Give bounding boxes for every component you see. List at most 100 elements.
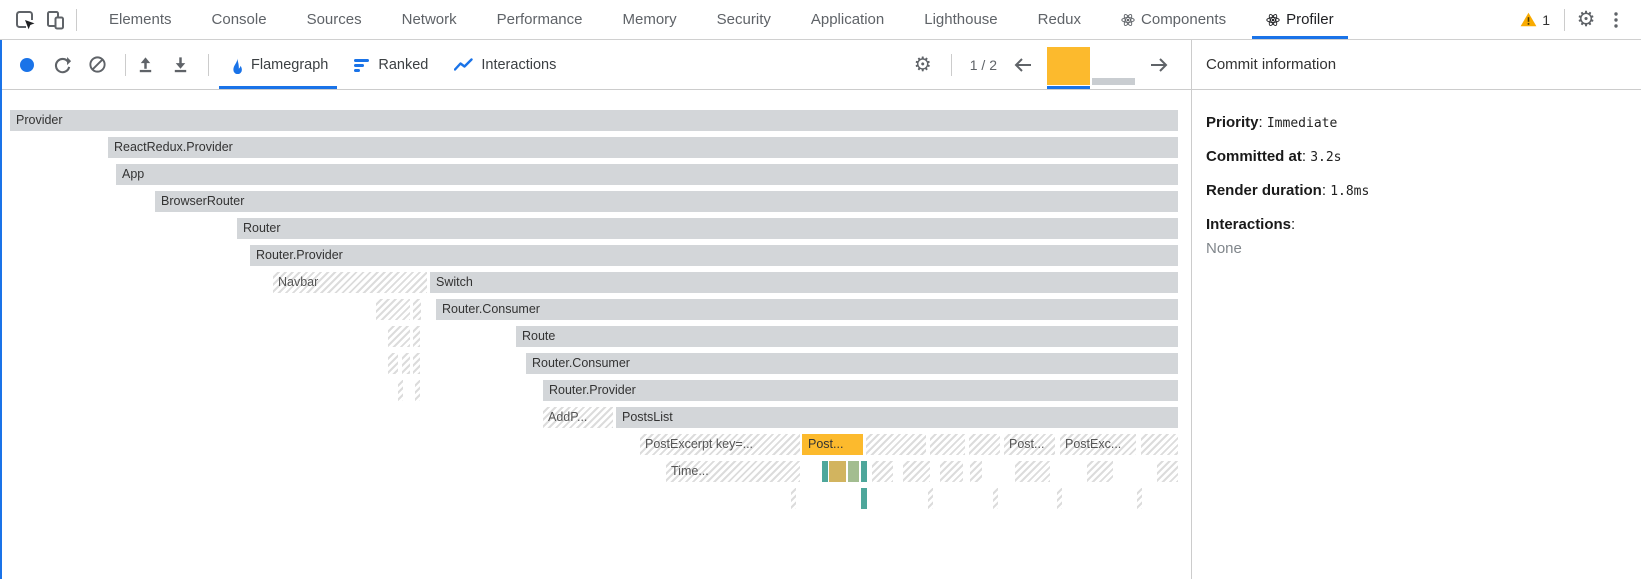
- flame-node-ghost[interactable]: [413, 353, 420, 374]
- devtab-label: Lighthouse: [924, 11, 998, 28]
- devtab-elements[interactable]: Elements: [89, 0, 192, 39]
- devtab-label: Memory: [622, 11, 677, 28]
- devtab-memory[interactable]: Memory: [603, 0, 697, 39]
- profiler-tab-interactions[interactable]: Interactions: [441, 40, 569, 89]
- flame-node-ghost[interactable]: [930, 434, 965, 455]
- profiler-tab-label: Ranked: [378, 56, 429, 73]
- devtab-sources[interactable]: Sources: [287, 0, 382, 39]
- flame-node-ghost[interactable]: [1057, 488, 1062, 509]
- flame-node-reactredux-provider[interactable]: ReactRedux.Provider: [108, 137, 1178, 158]
- flame-node-ghost[interactable]: [861, 488, 867, 509]
- field-label: Interactions: [1206, 216, 1292, 233]
- clear-profiling-data-button[interactable]: [84, 52, 110, 78]
- flame-node-ghost[interactable]: [1141, 434, 1178, 455]
- flame-node-ghost[interactable]: [791, 488, 796, 509]
- flame-node-ghost[interactable]: [872, 461, 893, 482]
- flame-node-ghost[interactable]: [940, 461, 963, 482]
- devtab-performance[interactable]: Performance: [477, 0, 603, 39]
- flame-node-time[interactable]: Time...: [666, 461, 800, 482]
- flame-node-label: PostsList: [622, 410, 673, 424]
- commit-selector: [1047, 45, 1135, 89]
- flame-node-ghost[interactable]: [413, 326, 420, 347]
- flame-node-provider[interactable]: Provider: [10, 110, 1178, 131]
- devtab-profiler[interactable]: Profiler: [1246, 0, 1354, 39]
- flame-node-ghost[interactable]: [993, 488, 998, 509]
- field-label: Render duration: [1206, 182, 1322, 199]
- warning-icon: [1520, 12, 1537, 27]
- inspect-icon: [16, 10, 35, 29]
- settings-button[interactable]: ⚙: [1571, 5, 1601, 35]
- flame-node-ghost[interactable]: [861, 461, 867, 482]
- flame-node-ghost[interactable]: [1087, 461, 1113, 482]
- reload-and-profile-button[interactable]: [49, 52, 75, 78]
- flame-node-postexc[interactable]: PostExc...: [1060, 434, 1136, 455]
- flame-node-router-consumer[interactable]: Router.Consumer: [526, 353, 1178, 374]
- react-atom-icon: [1266, 13, 1280, 26]
- flame-node-browserrouter[interactable]: BrowserRouter: [155, 191, 1178, 212]
- flame-node-ghost[interactable]: [970, 461, 982, 482]
- commit-bar[interactable]: [1092, 77, 1135, 85]
- flame-node-ghost[interactable]: [413, 299, 421, 320]
- devtab-label: Network: [401, 11, 457, 28]
- flame-node-route[interactable]: Route: [516, 326, 1178, 347]
- flame-node-router-consumer[interactable]: Router.Consumer: [436, 299, 1178, 320]
- flame-node-ghost[interactable]: [388, 326, 410, 347]
- flame-node-ghost[interactable]: [388, 353, 398, 374]
- flame-node-ghost[interactable]: [1015, 461, 1050, 482]
- flame-node-addp[interactable]: AddP...: [543, 407, 613, 428]
- flame-node-ghost[interactable]: [822, 461, 828, 482]
- devtab-application[interactable]: Application: [791, 0, 904, 39]
- next-commit-button[interactable]: [1145, 51, 1173, 79]
- flame-node-app[interactable]: App: [116, 164, 1178, 185]
- flame-node-post[interactable]: Post...: [1004, 434, 1055, 455]
- flame-node-label: Route: [522, 329, 556, 343]
- commit-bar-selected[interactable]: [1047, 46, 1090, 89]
- devtab-security[interactable]: Security: [697, 0, 791, 39]
- warning-count: 1: [1542, 11, 1550, 28]
- devtab-lighthouse[interactable]: Lighthouse: [904, 0, 1017, 39]
- profiler-main-panel: Flamegraph Ranked Interactions ⚙ 1 / 2: [0, 40, 1192, 579]
- flame-node-ghost[interactable]: [829, 461, 846, 482]
- device-toolbar-button[interactable]: [40, 5, 70, 35]
- previous-commit-button[interactable]: [1009, 51, 1037, 79]
- flame-node-ghost[interactable]: [848, 461, 859, 482]
- devtab-redux[interactable]: Redux: [1018, 0, 1101, 39]
- flame-node-ghost[interactable]: [1137, 488, 1142, 509]
- devtab-components[interactable]: Components: [1101, 0, 1246, 39]
- flame-node-post[interactable]: Post...: [802, 434, 863, 455]
- devtab-network[interactable]: Network: [382, 0, 477, 39]
- react-atom-icon: [1266, 13, 1280, 27]
- flame-node-postslist[interactable]: PostsList: [616, 407, 1178, 428]
- console-warnings-button[interactable]: 1: [1512, 12, 1558, 28]
- record-button[interactable]: [14, 52, 40, 78]
- devtab-label: Application: [810, 11, 885, 28]
- commit-information-title: Commit information: [1192, 40, 1641, 90]
- flame-node-ghost[interactable]: [903, 461, 930, 482]
- profiler-tab-flamegraph[interactable]: Flamegraph: [215, 40, 341, 89]
- flame-node-ghost[interactable]: [398, 380, 403, 401]
- flame-node-ghost[interactable]: [866, 434, 926, 455]
- flame-icon: [228, 56, 243, 74]
- flame-node-ghost[interactable]: [1157, 461, 1178, 482]
- profiler-settings-button[interactable]: ⚙: [910, 52, 936, 78]
- flame-node-router-provider[interactable]: Router.Provider: [250, 245, 1178, 266]
- flame-node-ghost[interactable]: [928, 488, 933, 509]
- flame-node-postexcerpt-key[interactable]: PostExcerpt key=...: [640, 434, 800, 455]
- flame-node-router[interactable]: Router: [237, 218, 1178, 239]
- flame-node-router-provider[interactable]: Router.Provider: [543, 380, 1178, 401]
- flame-node-ghost[interactable]: [969, 434, 1000, 455]
- flame-node-navbar[interactable]: Navbar: [273, 272, 427, 293]
- profiler-tab-ranked[interactable]: Ranked: [341, 40, 441, 89]
- flame-node-switch[interactable]: Switch: [430, 272, 1178, 293]
- import-profile-button[interactable]: [132, 52, 158, 78]
- devtab-console[interactable]: Console: [192, 0, 287, 39]
- export-profile-button[interactable]: [167, 52, 193, 78]
- flame-node-ghost[interactable]: [376, 299, 410, 320]
- flame-node-ghost[interactable]: [402, 353, 410, 374]
- inspect-element-button[interactable]: [10, 5, 40, 35]
- more-options-button[interactable]: [1601, 5, 1631, 35]
- flame-node-ghost[interactable]: [415, 380, 420, 401]
